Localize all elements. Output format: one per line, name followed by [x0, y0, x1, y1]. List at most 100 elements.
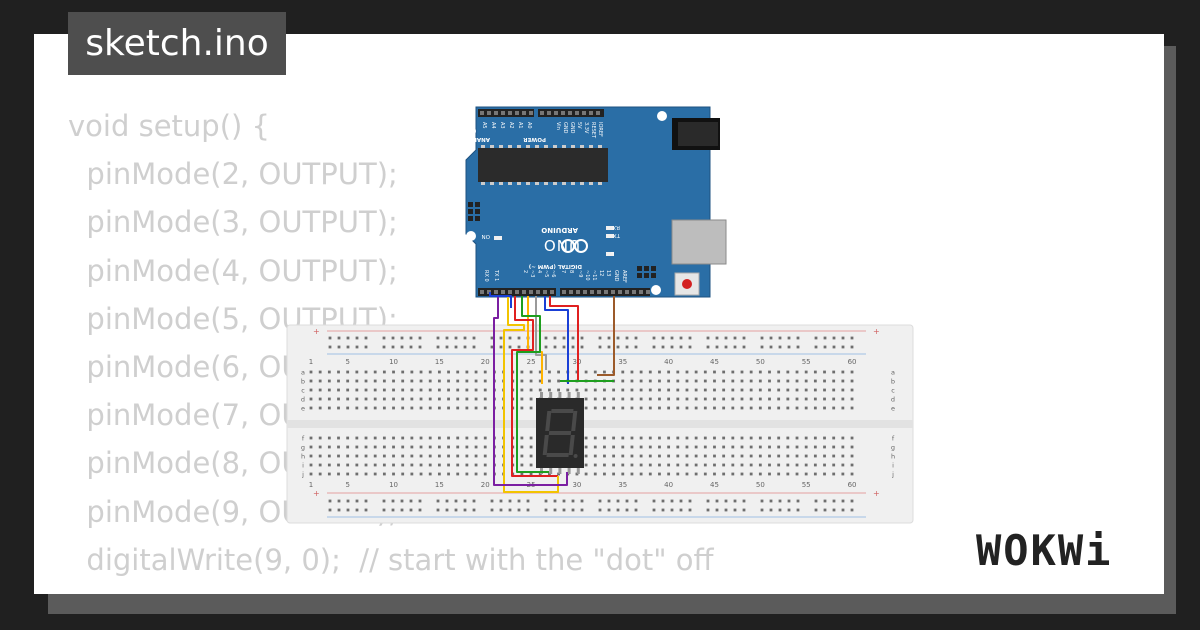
code-line: void setup() { [68, 109, 270, 143]
row-letter-label: i [302, 462, 304, 470]
power-pin-label: 3.3V [583, 122, 589, 134]
wire-red [511, 296, 558, 477]
rail-plus-label: + [313, 327, 320, 336]
rx-led [606, 226, 614, 230]
digital-pin-label: ~5 [543, 270, 549, 277]
row-letter-label: e [891, 405, 895, 413]
board-brand-label: ARDUINO [541, 226, 578, 234]
analog-pin-label: A3 [499, 122, 505, 129]
row-letter-label: g [301, 444, 305, 452]
tx-led-label: TX [613, 232, 621, 238]
wire-purple [493, 296, 568, 486]
row-letter-label: d [891, 396, 895, 404]
mount-hole [651, 285, 661, 295]
usb-port [671, 219, 727, 265]
segment-d [546, 453, 569, 457]
wokwi-logo[interactable]: WOKWi [976, 526, 1113, 575]
on-led-label: ON [482, 233, 490, 239]
column-number-label: 50 [756, 481, 765, 489]
row-letter-label: c [891, 387, 895, 395]
column-number-label: 20 [481, 358, 490, 366]
arduino-logo-icon [561, 239, 588, 253]
rail-plus-label: + [873, 327, 880, 336]
l-led [606, 252, 614, 256]
breadboard: + + + + 11551010151520202525303035354040… [286, 324, 914, 524]
row-letter-label: i [892, 462, 894, 470]
digital-pin-label: 13 [605, 270, 611, 276]
row-letter-label: c [301, 387, 305, 395]
analog-pin-label: A1 [517, 122, 523, 129]
digital-pin-label: ~3 [529, 270, 535, 277]
rx-led-label: RX [612, 224, 620, 230]
row-letter-label: j [301, 471, 304, 479]
row-letter-label: b [891, 378, 895, 386]
row-letter-label: d [301, 396, 305, 404]
column-number-label: 30 [572, 481, 581, 489]
digital-pin-label: 8 [568, 270, 574, 273]
row-letter-label: j [891, 471, 894, 479]
column-number-label: 45 [710, 358, 719, 366]
column-number-label: 10 [389, 481, 398, 489]
code-line: } [68, 591, 86, 594]
mount-hole [657, 111, 667, 121]
segment-e [542, 435, 549, 455]
segment-f [545, 411, 552, 431]
digital-pin-label: 4 [536, 270, 542, 273]
column-number-label: 30 [572, 358, 581, 366]
breadboard-labels: 1155101015152020252530303535404045455050… [301, 358, 895, 489]
file-tab[interactable]: sketch.ino [68, 12, 286, 75]
analog-pin-label: A0 [526, 122, 532, 129]
code-line: pinMode(3, OUTPUT); [68, 205, 398, 240]
power-pin-label: RESET [590, 122, 596, 139]
row-letter-label: g [891, 444, 895, 452]
power-pin-label: IOREF [597, 122, 603, 137]
digital-pin-label: 7 [560, 270, 566, 273]
column-number-label: 35 [618, 358, 627, 366]
analog-header-title: ANALOG IN [455, 136, 490, 142]
digital-pin-label: RX 0 [483, 270, 489, 282]
analog-header [478, 109, 534, 117]
row-letter-label: h [891, 453, 895, 461]
column-number-label: 25 [527, 358, 536, 366]
segment-g [548, 431, 572, 435]
wire-blue [489, 292, 512, 308]
row-letter-label: a [301, 369, 305, 377]
wire-red [549, 296, 579, 380]
column-number-label: 60 [848, 481, 857, 489]
column-number-label: 55 [802, 358, 811, 366]
column-number-label: 60 [848, 358, 857, 366]
wire-brown [597, 296, 615, 376]
mount-hole [466, 231, 476, 241]
column-number-label: 15 [435, 481, 444, 489]
segment-c [568, 435, 575, 455]
column-number-label: 40 [664, 358, 673, 366]
power-pin-label: GND [562, 122, 568, 134]
wires [489, 292, 615, 493]
digital-pin-label: TX 1 [493, 269, 499, 281]
row-letter-label: f [892, 435, 895, 443]
rail-plus-label: + [873, 489, 880, 498]
digital-pin-label: 2 [522, 270, 528, 273]
code-line: pinMode(4, OUTPUT); [68, 253, 398, 288]
segment-a [551, 409, 574, 413]
wire-blue [544, 296, 569, 384]
rail-plus-label: + [313, 489, 320, 498]
arduino-uno-board: UNO ARDUINO DIGITAL (PWM ~) POWER ANALOG… [455, 106, 727, 298]
mount-hole [466, 126, 476, 136]
column-number-label: 15 [435, 358, 444, 366]
digital-pin-label: ~11 [591, 270, 597, 281]
digital-pin-label: AREF [621, 270, 627, 283]
digital-pin-label: 12 [598, 270, 604, 276]
column-number-label: 50 [756, 358, 765, 366]
row-letter-label: a [891, 369, 895, 377]
column-number-label: 55 [802, 481, 811, 489]
on-led [494, 236, 502, 240]
seven-segment-display [536, 392, 584, 474]
wire-yellow [503, 296, 559, 493]
column-number-label: 1 [309, 481, 313, 489]
atmega-chip [478, 148, 608, 182]
code-line: pinMode(2, OUTPUT); [68, 157, 398, 192]
tx-led [606, 234, 614, 238]
column-number-label: 40 [664, 481, 673, 489]
